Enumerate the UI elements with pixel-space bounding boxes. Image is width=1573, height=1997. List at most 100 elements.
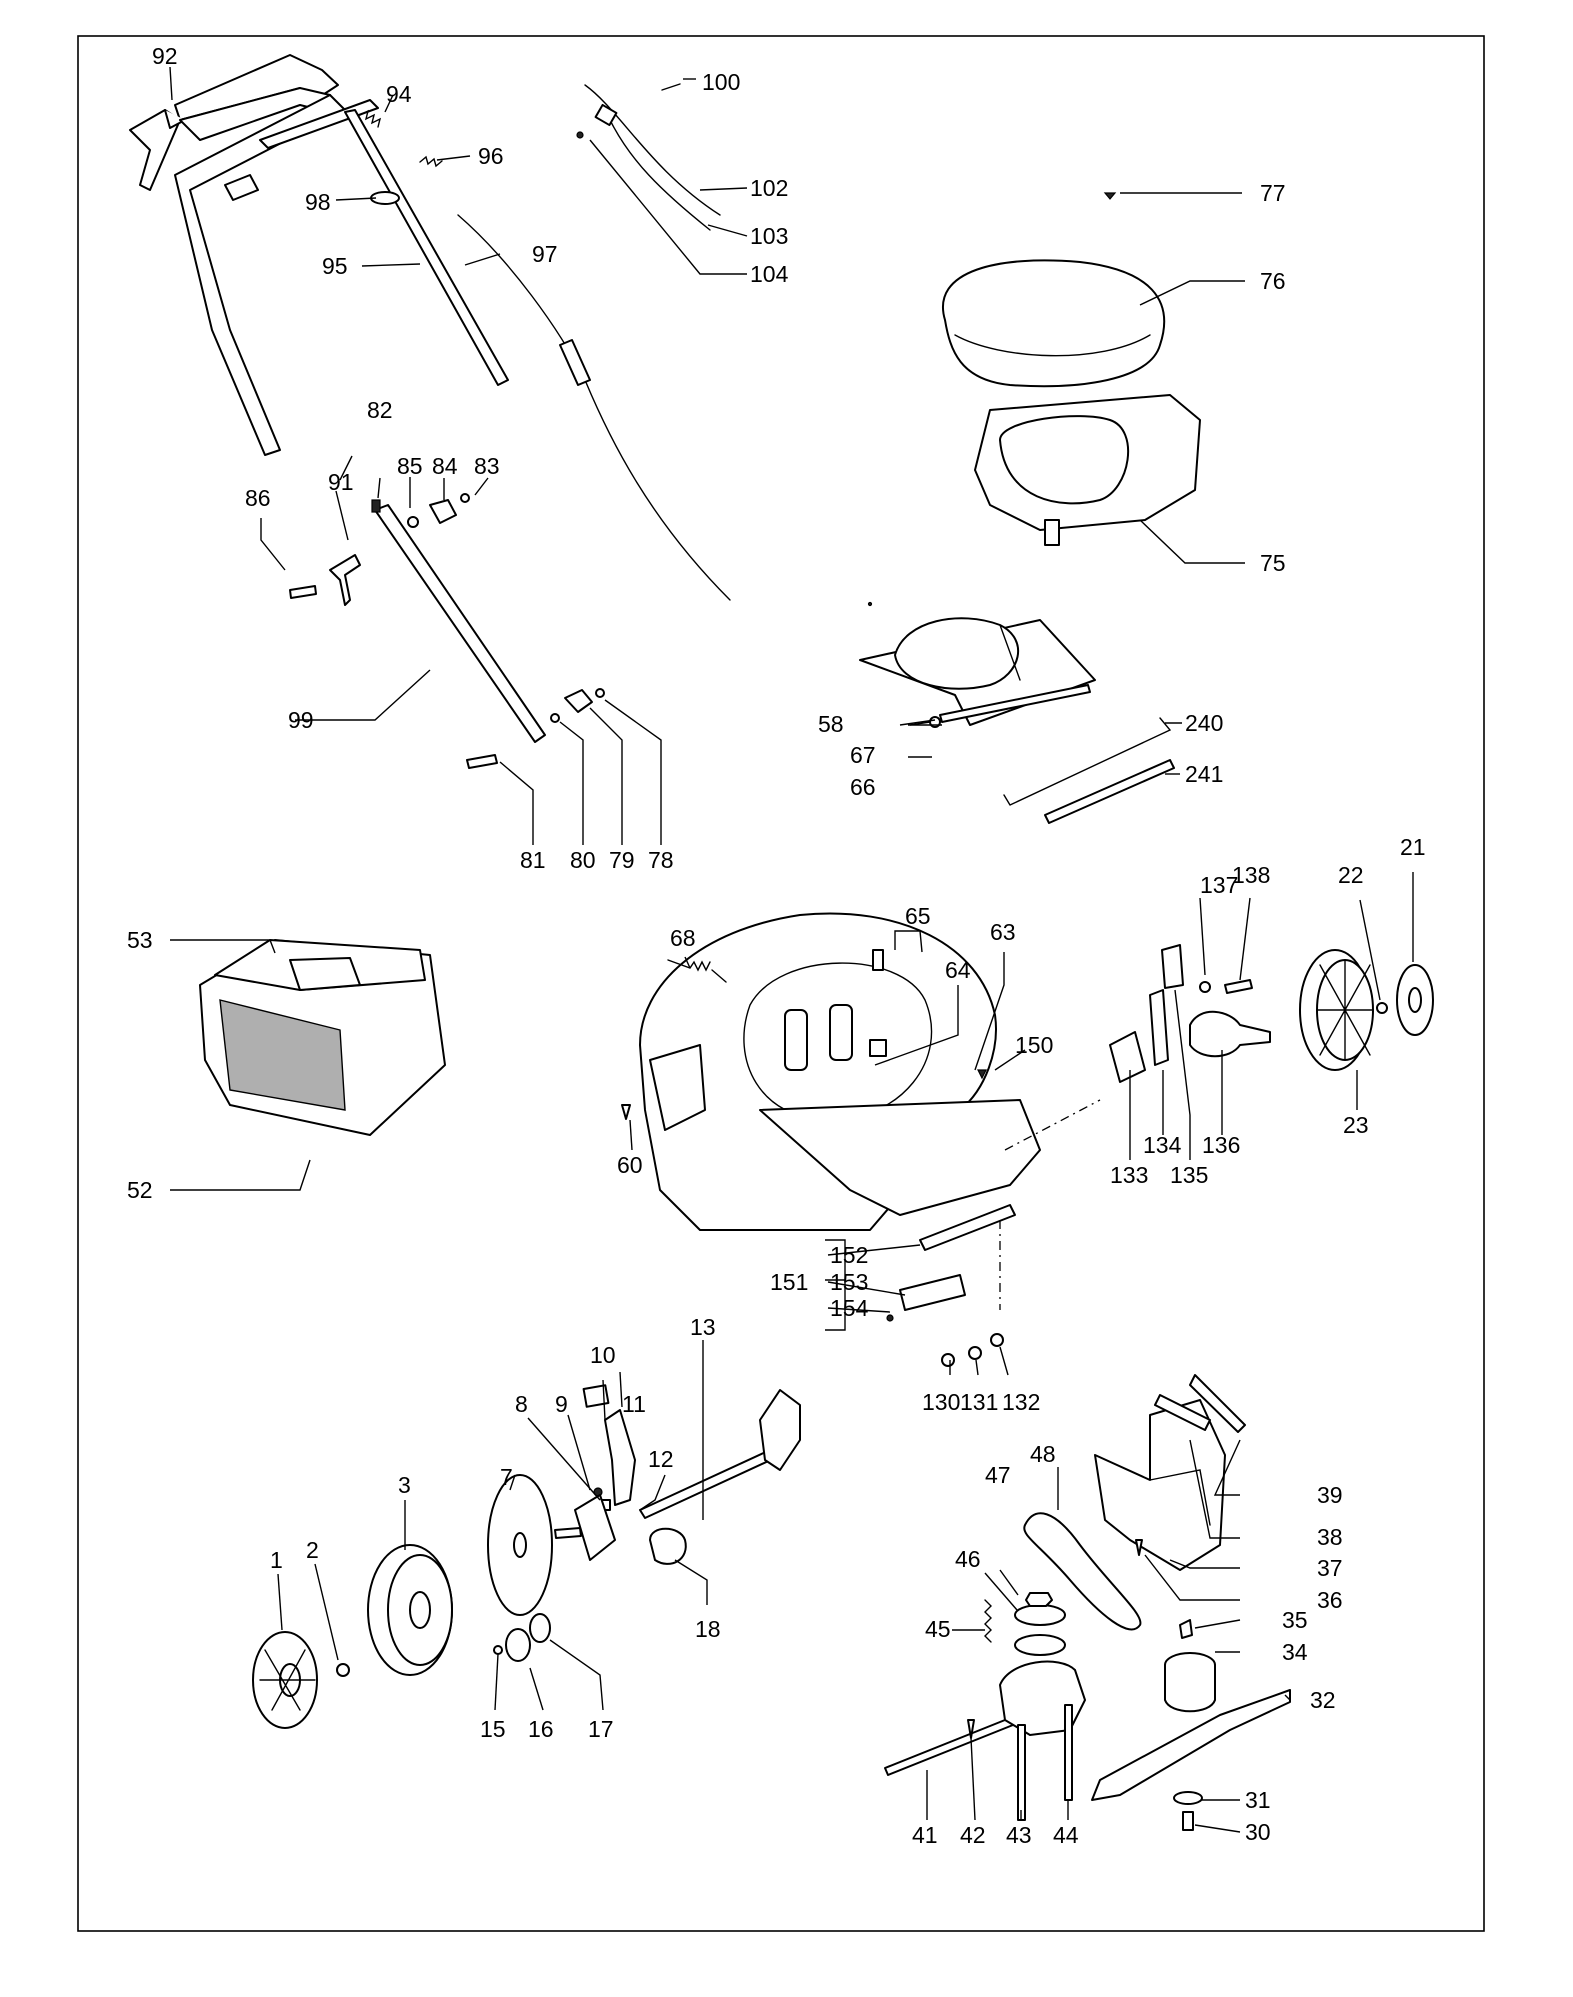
- bolt-42: [967, 1719, 975, 1739]
- rod-95: [344, 109, 509, 386]
- callout-136: 136: [1202, 1132, 1240, 1158]
- callout-41: 41: [912, 1822, 938, 1848]
- screw-150: [977, 1069, 987, 1080]
- cable-103: [609, 119, 711, 231]
- pin-43: [1017, 1724, 1026, 1821]
- gear-17: [529, 1613, 551, 1643]
- front-wheel-3: [367, 1544, 453, 1676]
- callout-60: 60: [617, 1152, 643, 1178]
- knob-79: [564, 689, 593, 713]
- hubcap-1: [252, 1631, 318, 1729]
- callout-91: 91: [328, 469, 354, 495]
- callout-96: 96: [478, 143, 504, 169]
- shaft-7: [554, 1527, 582, 1539]
- bolt-77: [1103, 192, 1117, 200]
- spring-82: [371, 499, 381, 513]
- grass-bag-52: [199, 939, 446, 1136]
- callout-10: 10: [590, 1342, 616, 1368]
- callout-63: 63: [990, 919, 1016, 945]
- callout-78: 78: [648, 847, 674, 873]
- callout-83: 83: [474, 453, 500, 479]
- nut-130: [941, 1353, 955, 1367]
- callout-18: 18: [695, 1616, 721, 1642]
- callout-132: 132: [1002, 1389, 1040, 1415]
- rod-241: [1044, 759, 1175, 824]
- washer-80: [550, 713, 560, 723]
- callout-241: 241: [1185, 761, 1223, 787]
- mark-dot: [867, 601, 873, 607]
- nut-83: [460, 493, 470, 503]
- latch-91: [329, 554, 361, 606]
- callout-23: 23: [1343, 1112, 1369, 1138]
- callout-98: 98: [305, 189, 331, 215]
- bolt-86: [289, 585, 317, 599]
- callout-9: 9: [555, 1391, 568, 1417]
- spring-94: [359, 109, 382, 128]
- callout-92: 92: [152, 43, 178, 69]
- callout-86: 86: [245, 485, 271, 511]
- callout-52: 52: [127, 1177, 153, 1203]
- callout-130: 130: [922, 1389, 960, 1415]
- callout-102: 102: [750, 175, 788, 201]
- callout-67: 67: [850, 742, 876, 768]
- bracket-11: [604, 1409, 636, 1506]
- callout-21: 21: [1400, 834, 1426, 860]
- nut-22: [1376, 1002, 1388, 1014]
- callout-53: 53: [127, 927, 153, 953]
- callout-151: 151: [770, 1269, 808, 1295]
- clip-15: [493, 1645, 503, 1655]
- callout-30: 30: [1245, 1819, 1271, 1845]
- callout-103: 103: [750, 223, 788, 249]
- pulley-46: [1014, 1634, 1066, 1656]
- callout-137: 137: [1200, 872, 1238, 898]
- lower-handle-99: [374, 504, 546, 743]
- callout-31: 31: [1245, 1787, 1271, 1813]
- blade-32: [1091, 1689, 1291, 1801]
- callout-34: 34: [1282, 1639, 1308, 1665]
- gearbox-41: [999, 1660, 1086, 1736]
- callout-58: 58: [818, 711, 844, 737]
- callout-66: 66: [850, 774, 876, 800]
- nut-78: [595, 688, 605, 698]
- pin-100: [661, 83, 681, 91]
- callout-46: 46: [955, 1546, 981, 1572]
- callout-150: 150: [1015, 1032, 1053, 1058]
- callout-47: 47: [985, 1462, 1011, 1488]
- washer-137: [1199, 981, 1211, 993]
- engine-cover-76: [942, 259, 1166, 388]
- callout-35: 35: [1282, 1607, 1308, 1633]
- callout-75: 75: [1260, 550, 1286, 576]
- nut-154: [886, 1314, 894, 1322]
- callout-2: 2: [306, 1537, 319, 1563]
- callout-37: 37: [1317, 1555, 1343, 1581]
- rear-wheel-23: [1299, 949, 1374, 1071]
- callout-133: 133: [1110, 1162, 1148, 1188]
- callout-8: 8: [515, 1391, 528, 1417]
- rod-240: [1003, 717, 1172, 806]
- callout-1: 1: [270, 1547, 283, 1573]
- spring-96: [419, 155, 443, 168]
- callout-15: 15: [480, 1716, 506, 1742]
- washer-85: [407, 516, 419, 528]
- strip-39: [1189, 1374, 1246, 1433]
- washer-132: [990, 1333, 1004, 1347]
- callout-38: 38: [1317, 1524, 1343, 1550]
- clip-103: [594, 103, 618, 127]
- callout-13: 13: [690, 1314, 716, 1340]
- plate-153: [899, 1274, 966, 1311]
- callout-11: 11: [622, 1391, 646, 1417]
- lever-134: [1149, 989, 1169, 1066]
- knob-84: [429, 499, 457, 524]
- nut-2: [336, 1663, 350, 1677]
- spring-45: [984, 1599, 992, 1643]
- screw-36: [1135, 1539, 1143, 1556]
- leader-lines: [169, 66, 1414, 1833]
- cover-37: [1094, 1399, 1226, 1571]
- callout-43: 43: [1006, 1822, 1032, 1848]
- callout-16: 16: [528, 1716, 554, 1742]
- callout-45: 45: [925, 1616, 951, 1642]
- callout-154: 154: [830, 1295, 869, 1321]
- upper-handle: [129, 54, 339, 191]
- callout-44: 44: [1053, 1822, 1079, 1848]
- plate-133: [1109, 1031, 1146, 1083]
